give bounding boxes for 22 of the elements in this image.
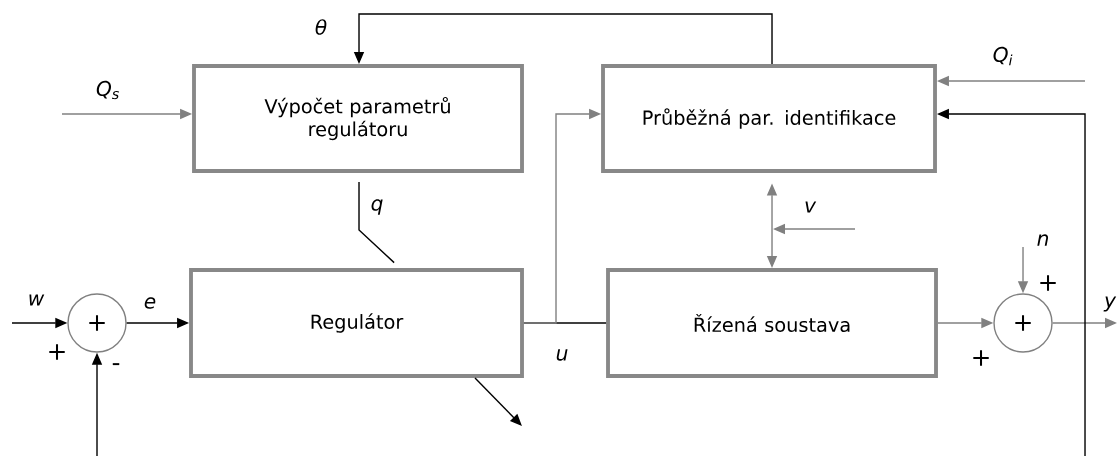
- edge-label: Q$_{i}$: [990, 45, 1016, 67]
- edge-label: w: [26, 292, 46, 308]
- summing-junction: +: [67, 293, 127, 353]
- summing-junction: +: [993, 293, 1053, 353]
- block-box: Řízená soustava: [606, 268, 938, 378]
- edge-label: e: [142, 295, 158, 311]
- block-box: Regulátor: [189, 268, 524, 378]
- edge-label: θ: [313, 17, 329, 37]
- block-box: Průběžná par. identifikace: [601, 64, 937, 173]
- sign-label: -: [112, 363, 120, 366]
- edge-label: u: [553, 347, 571, 363]
- edge-label: Q$_{s}$: [94, 79, 122, 101]
- edge-label: y: [1102, 294, 1118, 314]
- signal-label: v: [805, 201, 817, 213]
- edge-label: n: [1034, 232, 1052, 248]
- sign-label: +: [973, 350, 989, 366]
- arrow: [474, 377, 522, 426]
- sign-label: +: [1040, 275, 1056, 291]
- sign-label: +: [49, 344, 65, 360]
- block-box: Výpočet parametrů regulátoru: [192, 64, 524, 173]
- connector-line: [358, 181, 395, 264]
- edge-label: q: [368, 197, 386, 217]
